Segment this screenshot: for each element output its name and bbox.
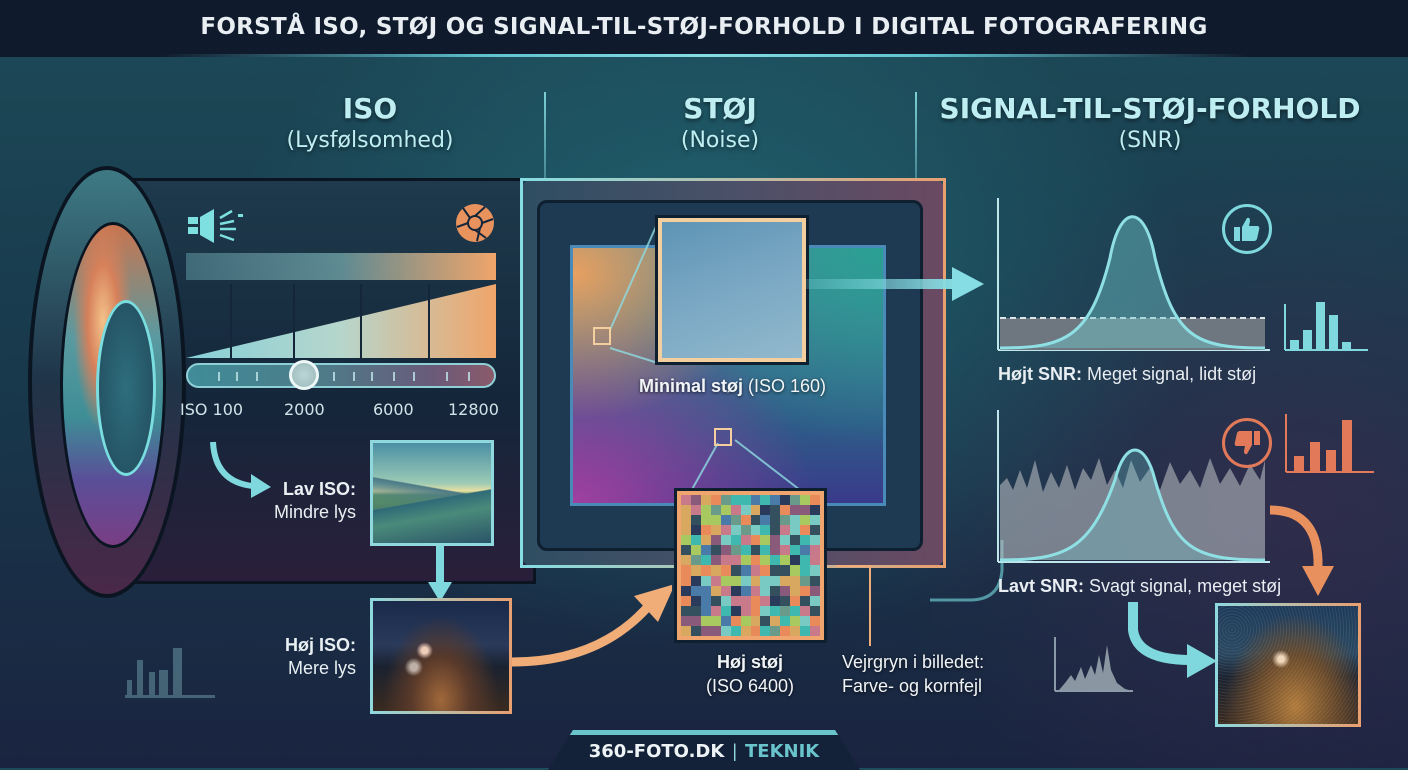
high-iso-photo [370, 598, 512, 714]
iso-slider-track[interactable] [186, 363, 496, 388]
sensor-snr-connector [930, 540, 1004, 602]
low-snr-chart [997, 410, 1270, 563]
aperture-icon [456, 204, 494, 242]
minimal-noise-caption: Minimal støj (ISO 160) [620, 376, 845, 397]
arrow-to-snr-line [806, 279, 956, 289]
divider-right [915, 92, 917, 192]
iso-subheading: (Lysfølsomhed) [286, 128, 454, 153]
header-bar: FORSTÅ ISO, STØJ OG SIGNAL-TIL-STØJ-FORH… [0, 0, 1408, 57]
curved-arrow-orange-icon [512, 584, 672, 667]
skyline-chart-icon [125, 648, 215, 698]
arrow-right-icon [952, 267, 984, 301]
high-noise-iso: (ISO 6400) [705, 676, 795, 696]
low-iso-desc: Mindre lys [273, 502, 356, 522]
arrow-down-icon [428, 546, 452, 602]
snr-subheading: (SNR) [1118, 128, 1182, 153]
iso-sensitivity-bar [186, 253, 496, 280]
iso-label-2000: 2000 [284, 400, 325, 419]
thumbs-down-icon [1222, 418, 1272, 468]
low-snr-desc: Svagt signal, meget støj [1089, 576, 1282, 596]
snr-heading: SIGNAL-TIL-STØJ-FORHOLD [939, 92, 1361, 125]
low-snr-mini-histogram [1285, 414, 1374, 473]
footer-brand[interactable]: 360-FOTO.DK [588, 740, 725, 762]
footer-section: TEKNIK [745, 740, 820, 762]
iso-staircase-graphic [186, 284, 496, 359]
high-snr-title: Højt SNR: [998, 364, 1082, 384]
high-noise-caption: Høj støj (ISO 6400) [680, 650, 820, 698]
minimal-noise-patch [655, 215, 809, 365]
low-snr-title: Lavt SNR: [998, 576, 1085, 596]
high-snr-chart [997, 198, 1270, 351]
arrow-down-orange-icon [1269, 505, 1334, 596]
iso-label-6000: 6000 [373, 400, 414, 419]
grain-note-line2: Farve- og kornfejl [842, 676, 983, 696]
zoom-connector-lines [609, 221, 801, 494]
footer-badge: 360-FOTO.DK | TEKNIK [548, 730, 860, 770]
low-iso-photo [370, 440, 494, 546]
high-noise-title: Høj støj [717, 652, 783, 672]
minimal-noise-iso: (ISO 160) [748, 376, 827, 396]
grain-note-line1: Vejrgryn i billedet: [842, 652, 985, 672]
high-iso-caption: Høj ISO: Mere lys [230, 634, 356, 680]
noisy-photo [1215, 603, 1361, 727]
page-title: FORSTÅ ISO, STØJ OG SIGNAL-TIL-STØJ-FORH… [200, 14, 1208, 40]
grain-note: Vejrgryn i billedet: Farve- og kornfejl [842, 650, 1022, 698]
sample-area-high [714, 428, 732, 446]
iso-heading: ISO [342, 92, 398, 125]
sample-area-low [593, 327, 611, 345]
low-iso-caption: Lav ISO: Mindre lys [230, 478, 356, 524]
curved-arrow-teal-icon [1128, 602, 1217, 678]
noise-subheading: (Noise) [680, 128, 760, 153]
noise-heading: STØJ [683, 92, 757, 125]
thumbs-up-icon [1222, 204, 1272, 254]
speaker-icon [188, 209, 243, 243]
footer-separator: | [732, 740, 737, 761]
high-iso-title: Høj ISO: [285, 635, 356, 655]
high-noise-patch [674, 488, 827, 643]
camera-lens-core [96, 300, 156, 476]
curved-arrow-icon [210, 441, 271, 498]
grain-callout-line [836, 565, 871, 646]
iso-slider-thumb[interactable] [289, 360, 319, 390]
iso-label-12800: 12800 [448, 400, 499, 419]
high-snr-mini-histogram [1284, 302, 1368, 351]
high-snr-desc: Meget signal, lidt støj [1087, 364, 1257, 384]
high-iso-desc: Mere lys [287, 658, 356, 678]
divider-left [544, 92, 546, 192]
high-snr-caption: Højt SNR: Meget signal, lidt støj [998, 364, 1256, 385]
low-iso-title: Lav ISO: [282, 479, 356, 499]
iso-label-100: ISO 100 [180, 400, 244, 419]
minimal-noise-title: Minimal støj [638, 376, 743, 396]
histogram-icon [1054, 637, 1133, 692]
low-snr-caption: Lavt SNR: Svagt signal, meget støj [998, 576, 1281, 597]
